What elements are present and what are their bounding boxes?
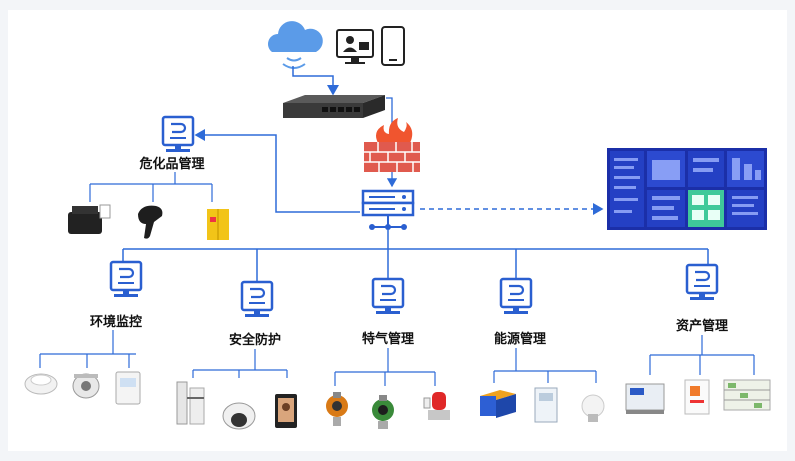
network-switch-icon: [283, 95, 385, 118]
access-control-gate-icon: [176, 381, 205, 425]
gas-device-links: [334, 348, 436, 386]
asset-label: 资产管理: [676, 318, 728, 334]
security-label: 安全防护: [229, 332, 281, 348]
cloud-to-switch-link: [292, 66, 339, 96]
gas-detector-green-icon: [372, 395, 394, 429]
firewall-icon: [364, 118, 420, 172]
cloud-icon: [268, 21, 323, 69]
dome-camera-icon: [222, 402, 256, 430]
asset-device-links: [649, 335, 755, 375]
shelf-rack-icon: [723, 379, 771, 411]
face-recognition-terminal-icon: [275, 394, 297, 428]
smoke-detector-icon: [24, 373, 58, 395]
mobile-phone-icon: [381, 26, 405, 66]
switch-to-firewall-link: [386, 97, 393, 134]
sensor-probe-icon: [72, 373, 100, 399]
server-to-hazmat-link: [194, 129, 360, 213]
env-label: 环境监控: [90, 314, 142, 330]
energy-device-links: [493, 348, 597, 383]
hazmat-device-links: [89, 172, 213, 202]
light-bulb-icon: [581, 394, 605, 422]
gas-label: 特气管理: [362, 331, 414, 347]
barcode-scanner-icon: [138, 205, 163, 239]
chemical-cabinet-icon: [207, 209, 229, 240]
power-cabinet-icon: [480, 390, 516, 418]
security-device-links: [192, 349, 288, 378]
hazmat-label: 危化品管理: [139, 156, 204, 172]
env-device-links: [39, 330, 136, 368]
bus-drops: [122, 249, 709, 282]
temp-humidity-sensor-icon: [115, 371, 141, 405]
server-icon: [361, 189, 415, 230]
meter-box-icon: [534, 387, 558, 423]
admin-computer-icon: [336, 29, 374, 64]
lab-instrument-icon: [625, 383, 665, 414]
alarm-beacon-icon: [423, 392, 450, 420]
label-printer-icon: [68, 204, 111, 234]
dashboard-screen: [607, 148, 767, 230]
main-bus-line: [123, 229, 708, 250]
safety-cabinet-icon: [684, 379, 710, 415]
energy-label: 能源管理: [494, 331, 546, 347]
gas-detector-icon: [326, 392, 348, 426]
